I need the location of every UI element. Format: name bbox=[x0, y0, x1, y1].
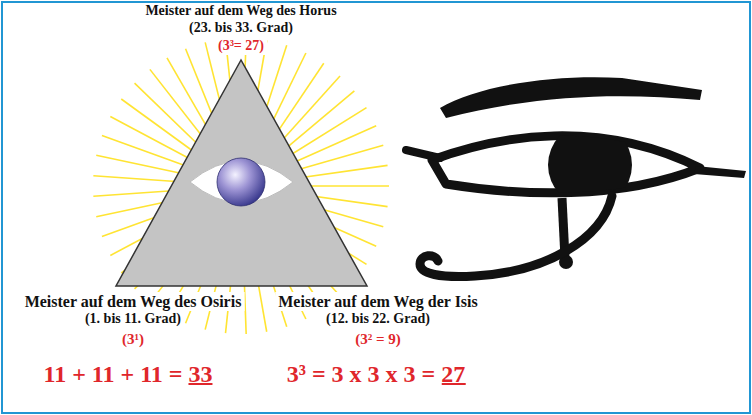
eye-line bbox=[406, 150, 440, 158]
degree-range: (23. bis 33. Grad) bbox=[186, 20, 296, 37]
underline bbox=[189, 383, 213, 385]
power-formula: 3³ = 3 x 3 x 3 = 27 bbox=[284, 360, 469, 389]
degree-heading: Meister auf dem Weg der Isis bbox=[275, 292, 481, 311]
degree-heading: Meister auf dem Weg des Horus bbox=[142, 3, 339, 20]
eyebrow bbox=[440, 77, 702, 118]
pyramid-triangle bbox=[116, 60, 367, 286]
light-rays bbox=[93, 38, 389, 334]
underline bbox=[441, 383, 465, 385]
eye-pupil bbox=[217, 158, 265, 206]
power-note: (3² = 9) bbox=[352, 330, 404, 348]
spiral-curl bbox=[420, 196, 612, 277]
power-note: (3¹) bbox=[119, 330, 147, 348]
eye-pupil bbox=[548, 123, 632, 207]
degree-heading: Meister auf dem Weg des Osiris bbox=[22, 292, 245, 311]
power-note: (3³= 27) bbox=[215, 38, 267, 55]
degree-range: (1. bis 11. Grad) bbox=[82, 311, 184, 328]
eye-tail bbox=[694, 166, 746, 178]
degree-range: (12. bis 22. Grad) bbox=[323, 311, 433, 328]
sum-formula: 11 + 11 + 11 = 33 bbox=[40, 360, 215, 389]
